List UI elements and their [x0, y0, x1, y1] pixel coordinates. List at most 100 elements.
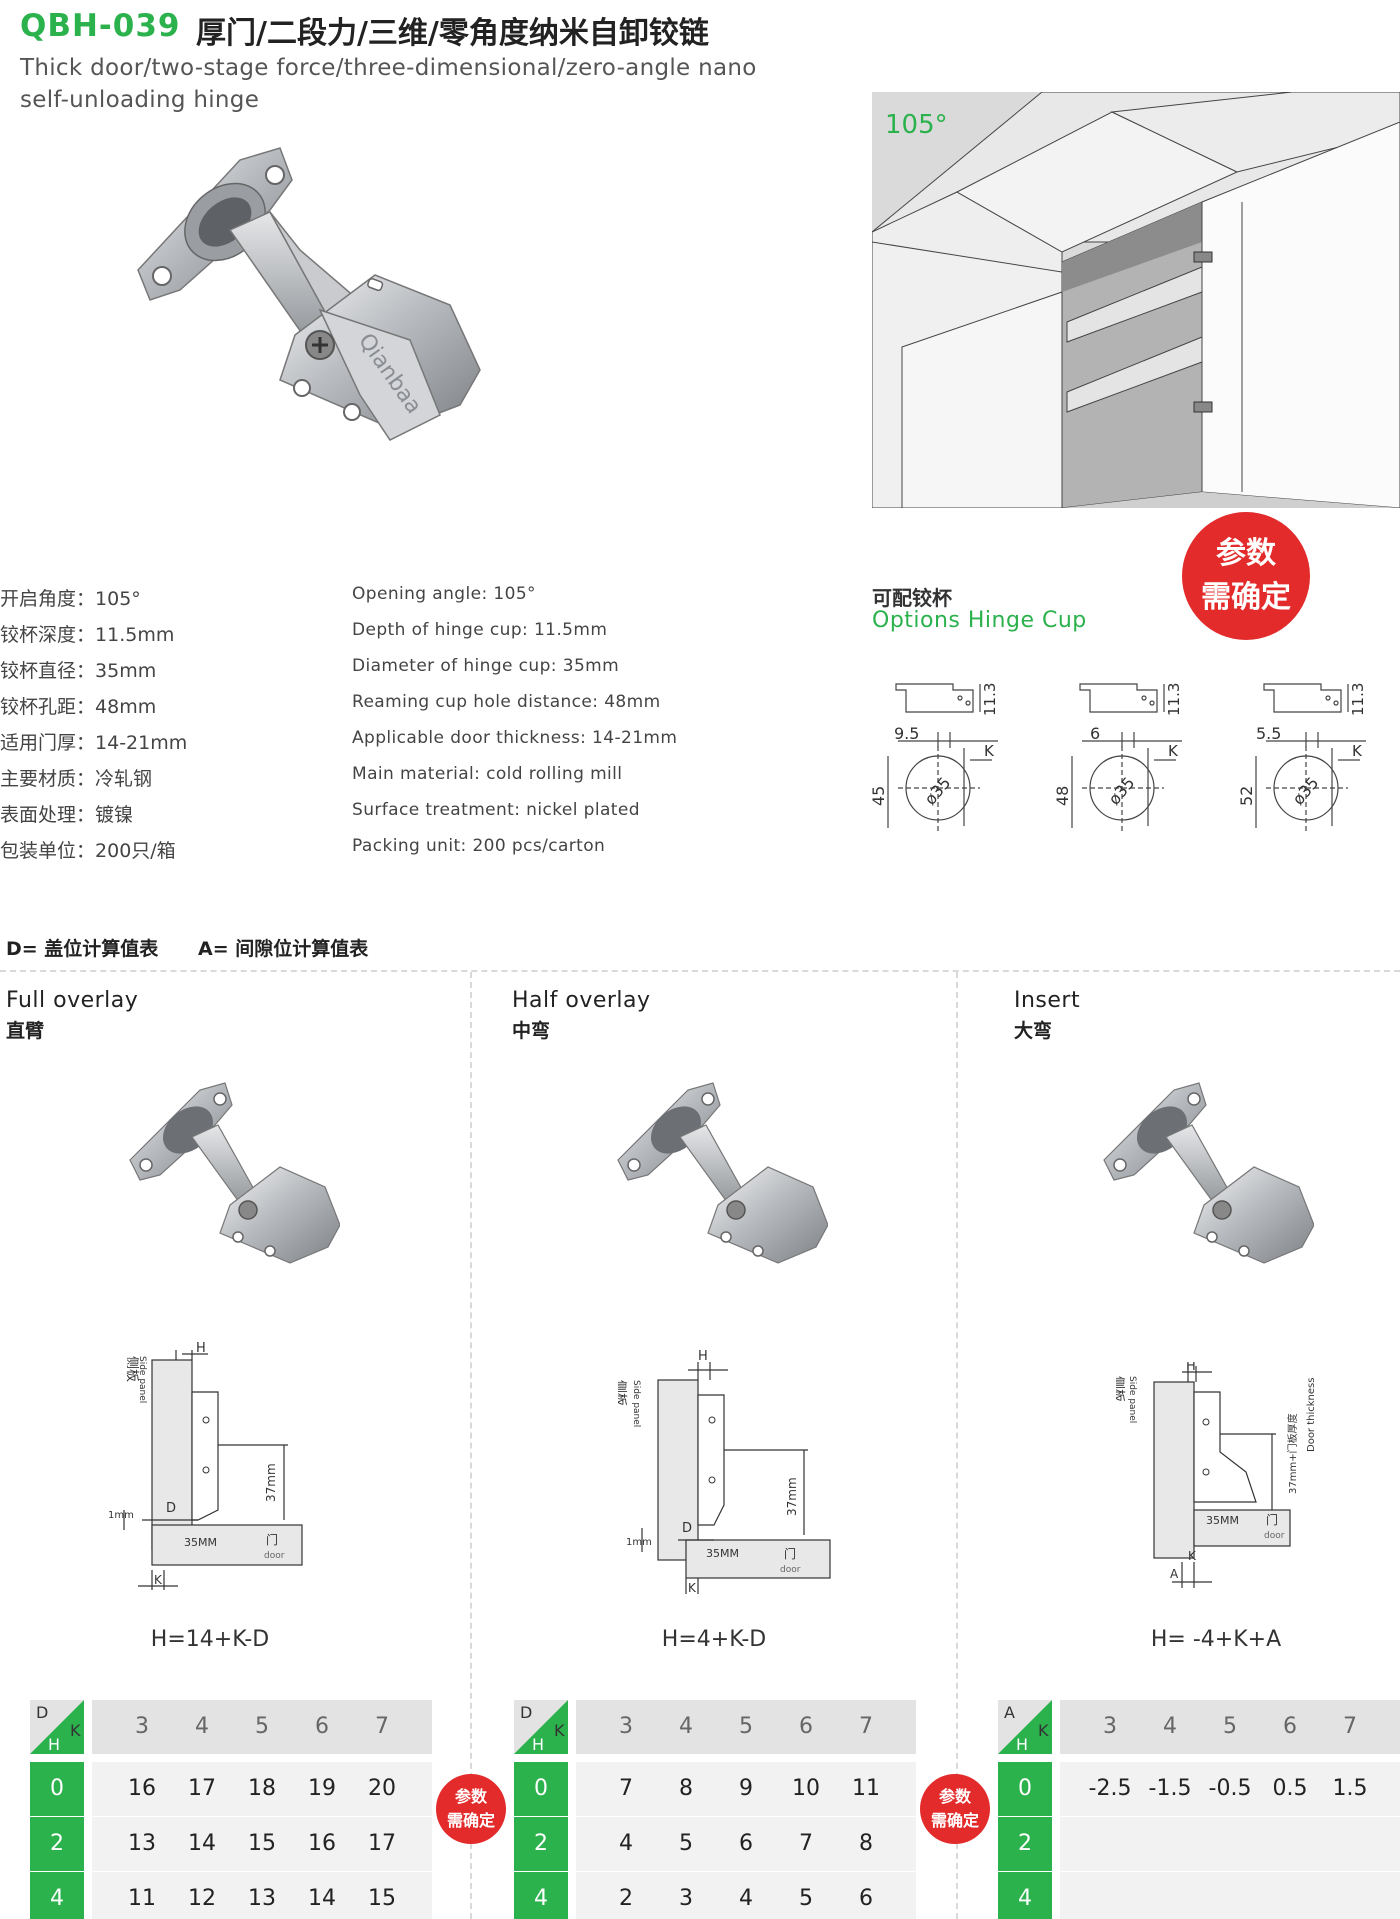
table-cell: 1.5	[1332, 1776, 1368, 1801]
insert-title-cn: 大弯	[1014, 1020, 1053, 1042]
hinge-cup-title-en: Options Hinge Cup	[872, 608, 1087, 633]
table-cell: 19	[308, 1776, 336, 1801]
table-cell: 11	[128, 1886, 156, 1911]
cup-offset-label: 6	[1090, 724, 1100, 743]
door-thickness-cn: 37mm+门板厚度	[1286, 1413, 1299, 1494]
spec-value: 105°	[95, 588, 141, 610]
h-value: 2	[514, 1817, 568, 1871]
corner-k: K	[70, 1721, 81, 1740]
table-cell: 0.5	[1272, 1776, 1308, 1801]
table-row: 16 17 18 19 20	[92, 1762, 432, 1816]
k-value: 4	[195, 1714, 209, 1739]
h-value: 2	[998, 1817, 1052, 1871]
spec-value: 镀镍	[95, 804, 134, 826]
stamp-line1: 参数	[938, 1787, 971, 1806]
cup-diameter-label: ø35	[921, 773, 955, 808]
spec-en-3: Reaming cup hole distance: 48mm	[352, 692, 661, 712]
spec-cn-2: 铰杯直径：35mm	[0, 656, 156, 683]
column-divider-2	[956, 972, 958, 1919]
half-overlay-diagram: 侧板 Side panel H D 1mm 37mm 35MM 门 door K	[618, 1350, 831, 1595]
full-overlay-title-en: Full overlay	[6, 988, 139, 1013]
37mm-label: 37mm	[785, 1477, 799, 1516]
35mm-label: 35MM	[1206, 1514, 1239, 1527]
table-corner: A K H	[998, 1700, 1052, 1754]
stamp-line2: 需确定	[1201, 580, 1291, 615]
spec-label: 适用门厚：	[0, 732, 96, 754]
table-cell: 9	[739, 1776, 753, 1801]
k-label: K	[688, 1581, 697, 1595]
table-cell: 14	[308, 1886, 336, 1911]
cup-depth-label: 11.3	[1349, 683, 1367, 716]
corner-k: K	[554, 1721, 565, 1740]
table-cell: 4	[739, 1886, 753, 1911]
table-row: 2 3 4 5 6	[576, 1872, 916, 1919]
table-cell: 5	[679, 1831, 693, 1856]
h-value: 0	[30, 1762, 84, 1816]
stamp-line1: 参数	[1216, 536, 1276, 571]
stamp-line2: 需确定	[446, 1811, 495, 1830]
table-cell: 18	[248, 1776, 276, 1801]
table-cell: 15	[368, 1886, 396, 1911]
cup-diameter-label: ø35	[1289, 773, 1323, 808]
h-value: 4	[514, 1872, 568, 1919]
insert-hinge-image	[1103, 1082, 1314, 1264]
spec-cn-0: 开启角度：105°	[0, 584, 141, 611]
corner-h: H	[532, 1735, 544, 1754]
35mm-label: 35MM	[184, 1536, 217, 1549]
table-cell: 8	[679, 1776, 693, 1801]
door-en-label: door	[264, 1551, 285, 1561]
table-cell: 17	[188, 1776, 216, 1801]
table-row: 13 14 15 16 17	[92, 1817, 432, 1871]
hinge-product-image: Qianbaa	[137, 147, 481, 441]
params-stamp-small-1: 参数 需确定	[436, 1774, 506, 1844]
spec-value: 11.5mm	[95, 624, 175, 646]
spec-label: 包装单位：	[0, 840, 96, 862]
k-value: 3	[135, 1714, 149, 1739]
table-row	[1060, 1872, 1400, 1919]
full-overlay-formula: H=14+K-D	[150, 1627, 270, 1652]
table-cell: 20	[368, 1776, 396, 1801]
section-divider	[0, 970, 1400, 972]
table-cell: 6	[739, 1831, 753, 1856]
k-value: 6	[315, 1714, 329, 1739]
params-stamp-small-2: 参数 需确定	[920, 1774, 990, 1844]
table-cell: 2	[619, 1886, 633, 1911]
cup-depth-label: 11.3	[981, 683, 999, 716]
spec-en-0: Opening angle: 105°	[352, 584, 536, 604]
table-cell: -2.5	[1088, 1776, 1132, 1801]
calc-tables-title: D= 盖位计算值表 A= 间隙位计算值表	[6, 938, 369, 960]
k-label: K	[1188, 1549, 1197, 1563]
table-cell: 5	[799, 1886, 813, 1911]
spec-cn-4: 适用门厚：14-21mm	[0, 728, 187, 755]
spec-label: 表面处理：	[0, 804, 96, 826]
spec-cn-7: 包装单位：200只/箱	[0, 836, 176, 863]
table-cell: 8	[859, 1831, 873, 1856]
k-label: K	[154, 1573, 163, 1587]
door-cn-label: 门	[266, 1532, 278, 1547]
cup-distance-label: 52	[1237, 786, 1256, 806]
cup-distance-label: 48	[1053, 786, 1072, 806]
insert-diagram: 侧板 Side panel H 37mm+门板厚度 Door thickness…	[1116, 1362, 1317, 1588]
spec-en-7: Packing unit: 200 pcs/carton	[352, 836, 606, 856]
corner-k: K	[1038, 1721, 1049, 1740]
d-label: D	[682, 1521, 692, 1536]
spec-value: 冷轧钢	[95, 768, 153, 790]
spec-label: 开启角度：	[0, 588, 96, 610]
table-cell: 7	[799, 1831, 813, 1856]
a-label: A	[1170, 1567, 1179, 1581]
product-code: QBH-039	[20, 8, 181, 44]
hinge-cup-diagram-1: 11.3 9.5 K 45 ø35	[869, 683, 999, 832]
spec-label: 铰杯深度：	[0, 624, 96, 646]
opening-angle-label: 105°	[885, 110, 948, 140]
table-cell: 16	[128, 1776, 156, 1801]
d-label: D	[166, 1501, 176, 1516]
full-overlay-title-cn: 直臂	[6, 1020, 45, 1042]
spec-cn-5: 主要材质：冷轧钢	[0, 764, 152, 791]
h-label: H	[1186, 1362, 1196, 1374]
table-cell: 17	[368, 1831, 396, 1856]
corner-d: D	[36, 1703, 48, 1722]
table-cell: 15	[248, 1831, 276, 1856]
door-cn-label: 门	[784, 1546, 796, 1561]
cup-offset-label: 9.5	[894, 724, 919, 743]
side-panel-en: Side panel	[1127, 1376, 1137, 1423]
